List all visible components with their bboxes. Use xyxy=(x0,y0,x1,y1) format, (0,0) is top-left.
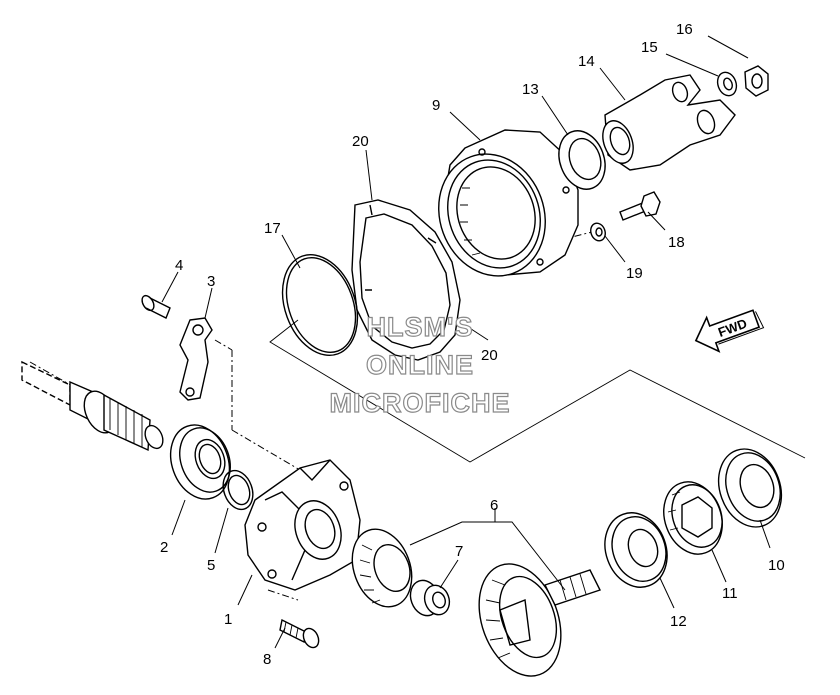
callout-12: 12 xyxy=(670,613,687,630)
callout-15: 15 xyxy=(641,39,658,56)
leader-lines xyxy=(161,35,771,649)
callout-labels: 1 2 3 4 5 6 7 8 9 10 11 12 13 14 15 16 1… xyxy=(160,21,785,668)
part-5-o-ring xyxy=(222,469,254,511)
callout-16: 16 xyxy=(676,21,693,38)
callout-14: 14 xyxy=(578,53,595,70)
part-15-washer xyxy=(716,71,738,97)
part-13-oil-seal xyxy=(558,130,606,190)
watermark-line-1: HLSM'S xyxy=(367,312,474,342)
forward-arrow-icon: FWD xyxy=(694,309,765,353)
callout-13: 13 xyxy=(522,81,539,98)
pinion-shaft xyxy=(21,360,164,452)
part-6-gear-set xyxy=(351,528,601,677)
callout-11: 11 xyxy=(722,585,738,602)
part-16-nut xyxy=(744,65,769,97)
callout-20-upper: 20 xyxy=(352,133,369,150)
callout-6: 6 xyxy=(490,497,498,514)
part-19-washer xyxy=(590,222,606,242)
part-11-bearing-retainer xyxy=(663,481,723,555)
part-8-bolt xyxy=(279,618,320,649)
part-2-bearing xyxy=(169,424,231,500)
part-7-nut xyxy=(409,579,451,617)
callout-20-lower: 20 xyxy=(481,347,498,364)
part-18-bolt xyxy=(619,191,661,221)
callout-9: 9 xyxy=(432,97,440,114)
part-10-bearing xyxy=(717,448,783,528)
part-12-bearing xyxy=(604,512,668,588)
part-17-o-ring xyxy=(281,253,359,357)
part-3-lock-plate xyxy=(179,317,213,401)
watermark-line-3: MICROFICHE xyxy=(330,388,511,418)
part-1-bearing-housing xyxy=(244,459,361,591)
part-9-gear-case-cover xyxy=(438,129,579,277)
callout-7: 7 xyxy=(455,543,463,560)
callout-8: 8 xyxy=(263,651,271,668)
callout-18: 18 xyxy=(668,234,685,251)
part-4-screw xyxy=(141,294,171,319)
callout-2: 2 xyxy=(160,539,168,556)
callout-19: 19 xyxy=(626,265,643,282)
callout-17: 17 xyxy=(264,220,281,237)
callout-4: 4 xyxy=(175,257,183,274)
watermark: HLSM'S ONLINE MICROFICHE xyxy=(329,311,511,418)
callout-3: 3 xyxy=(207,273,215,290)
callout-1: 1 xyxy=(224,611,232,628)
part-20-gasket xyxy=(351,199,461,361)
callout-10: 10 xyxy=(768,557,785,574)
part-14-yoke xyxy=(602,74,736,171)
watermark-line-2: ONLINE xyxy=(366,350,474,380)
callout-5: 5 xyxy=(207,557,215,574)
